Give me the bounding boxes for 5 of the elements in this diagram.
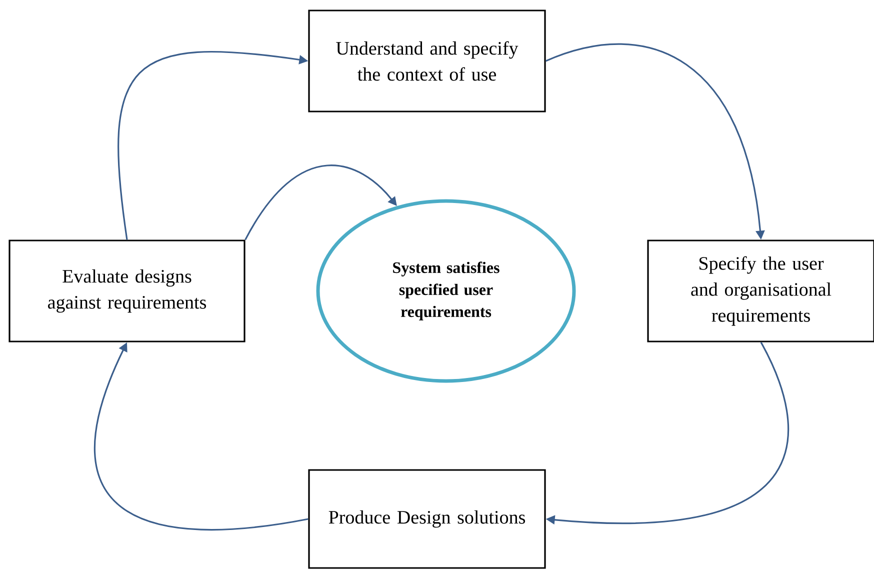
process-box: Produce Design solutions [308, 469, 546, 569]
process-box: Evaluate designs against requirements [8, 240, 246, 342]
process-box: Specify the user and organisational requirements [647, 240, 874, 342]
process-box: Understand and specify the context of use [308, 10, 546, 112]
arrow [244, 164, 397, 240]
